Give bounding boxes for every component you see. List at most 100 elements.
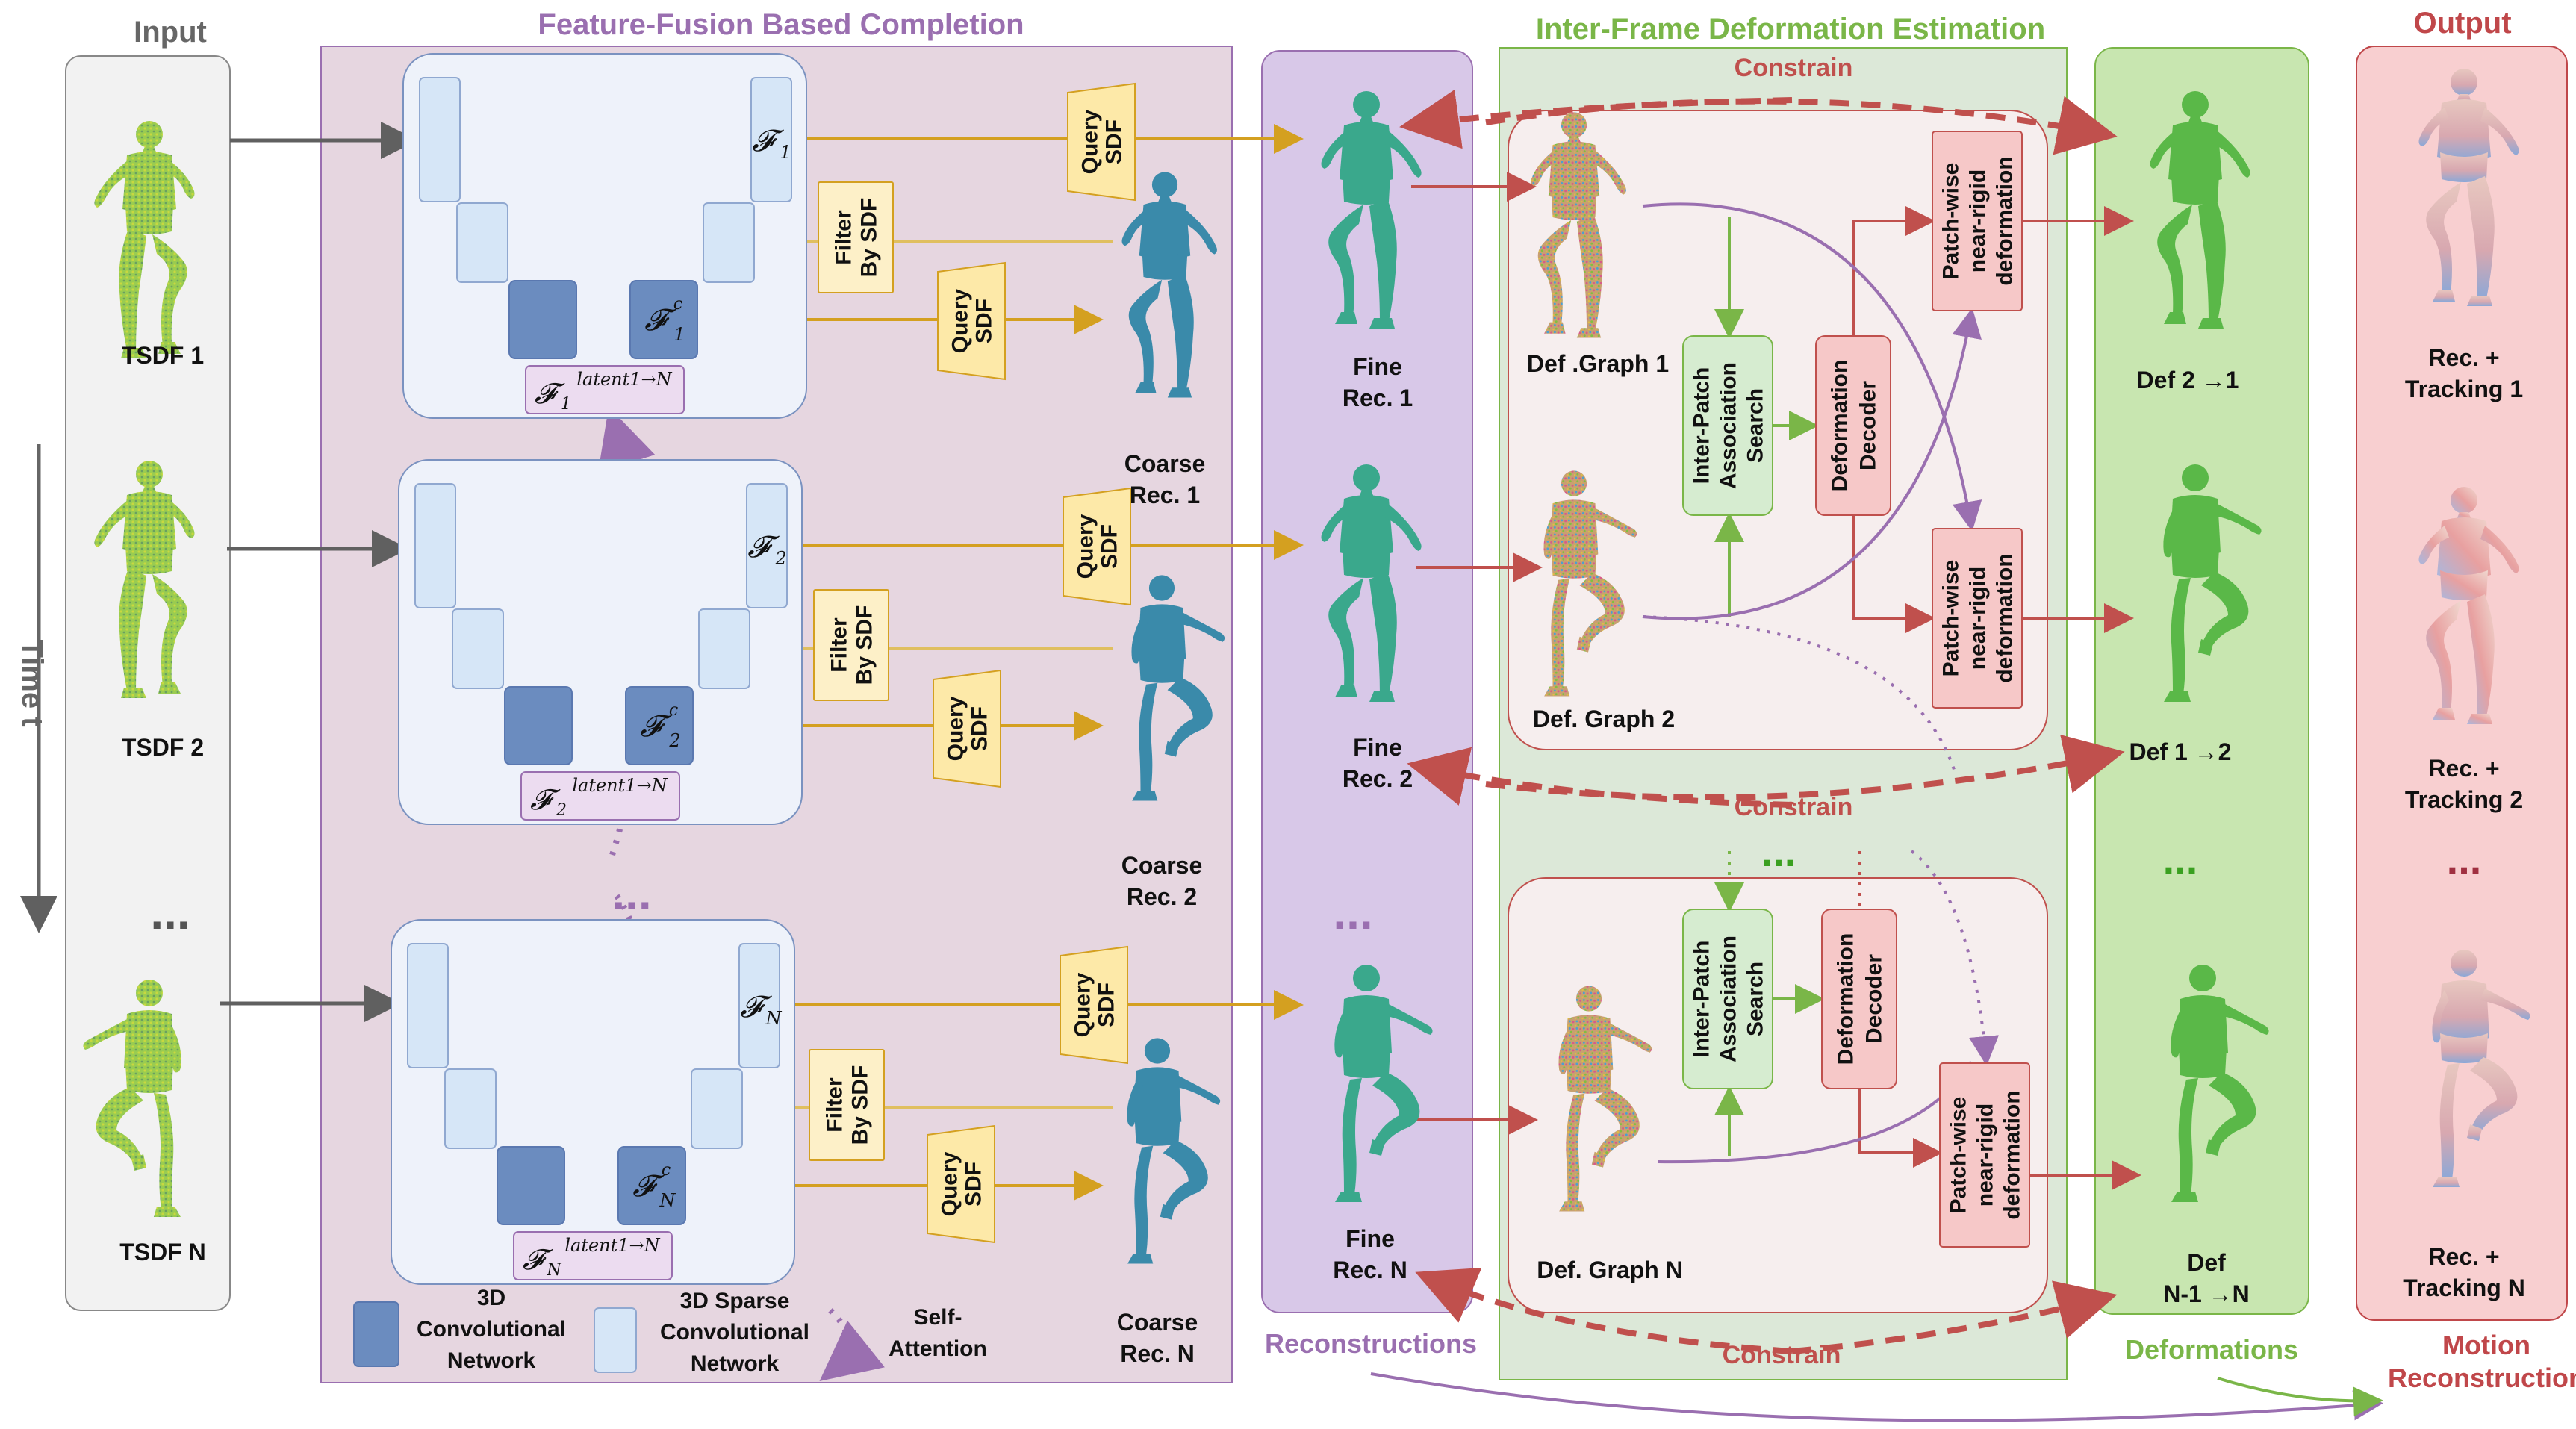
coarse-label-1-line-2: Rec. 1 bbox=[1130, 482, 1200, 508]
deformations-to-motion-arrow bbox=[2217, 1377, 2383, 1417]
input-panel bbox=[65, 55, 231, 1311]
recon-ellipsis: ... bbox=[1333, 885, 1372, 939]
legend-sparse-swatch bbox=[594, 1307, 637, 1373]
sparse-conv-enc2-2 bbox=[452, 608, 504, 689]
output-label-1-line-2: Tracking 1 bbox=[2405, 376, 2523, 402]
association-1-line-2: Association bbox=[1717, 362, 1741, 489]
patchwise-box-1 bbox=[1932, 131, 2023, 311]
deform-box-2 bbox=[1508, 877, 2048, 1313]
filter-sdf-2-label-line-1: Filter bbox=[827, 617, 852, 673]
input-title: Input bbox=[134, 16, 207, 49]
legend-attention-label-line-1: Self- bbox=[913, 1305, 962, 1330]
latent-sub-3: N bbox=[546, 1261, 561, 1280]
feature-sub-2: 2 bbox=[774, 548, 786, 569]
patchwise-1-line-1: Patch-wise bbox=[1939, 163, 1964, 280]
red-arrow-dec-patch-2 bbox=[1858, 1089, 1943, 1168]
query-sdf-top-3 bbox=[1060, 945, 1128, 1065]
conv3d-feat-block-1 bbox=[629, 280, 698, 359]
latent-sub-2: 2 bbox=[556, 801, 567, 820]
filter-sdf-3-label-line-2: By SDF bbox=[848, 1065, 873, 1145]
legend-conv3d-swatch bbox=[353, 1301, 399, 1367]
coarse-label-1-line-1: Coarse bbox=[1124, 450, 1206, 477]
filter-sdf-3 bbox=[809, 1049, 885, 1161]
conv3d-block-3 bbox=[497, 1146, 565, 1225]
feature-c-sub-3: N bbox=[659, 1190, 676, 1211]
constrain-arrow-3 bbox=[1791, 1280, 2118, 1354]
output-label-1-line-1: Rec. + bbox=[2428, 344, 2499, 371]
motion-label-line-2: Reconstruction bbox=[2388, 1363, 2576, 1393]
sparse-conv-enc2-3 bbox=[444, 1068, 497, 1149]
filter-sdf-1-label-line-1: Filter bbox=[832, 210, 856, 265]
association-2-line-1: Inter-Patch bbox=[1690, 941, 1714, 1058]
deformations-panel bbox=[2094, 47, 2309, 1315]
coarse-label-2-line-1: Coarse bbox=[1121, 852, 1203, 879]
fine-label-1-line-2: Rec. 1 bbox=[1343, 385, 1413, 411]
patchwise-box-3 bbox=[1939, 1062, 2030, 1248]
fine-label-1-line-1: Fine bbox=[1353, 353, 1402, 380]
patchwise-3-line-2: near-rigid bbox=[1973, 1103, 1998, 1207]
output-panel bbox=[2356, 46, 2568, 1321]
association-box-1 bbox=[1682, 335, 1773, 516]
query-sdf-top-1 bbox=[1067, 82, 1136, 202]
fusion-ellipsis: ... bbox=[612, 866, 651, 920]
def-graph-label-2: Def. Graph 2 bbox=[1533, 706, 1675, 732]
sparse-conv-enc1-3 bbox=[407, 943, 449, 1068]
query-sdf-bot-2-label-line-1: Query bbox=[944, 696, 968, 761]
fine-label-3-line-1: Fine bbox=[1345, 1225, 1395, 1252]
legend-attention-arrow bbox=[819, 1308, 885, 1382]
latent-box-1 bbox=[525, 365, 685, 414]
patchwise-3-line-3: deformation bbox=[2000, 1090, 2025, 1219]
tsdf-label-1: TSDF 1 bbox=[122, 342, 204, 369]
query-sdf-bot-1-label-line-2: SDF bbox=[972, 299, 997, 343]
feature-sub-3: N bbox=[765, 1008, 783, 1029]
sparse-conv-dec1-2 bbox=[746, 483, 788, 608]
decoder-1-line-1: Deformation bbox=[1828, 360, 1852, 492]
association-2-line-3: Search bbox=[1743, 962, 1768, 1036]
purple-curve-1a bbox=[1642, 202, 1982, 532]
patchwise-2-line-3: deformation bbox=[1993, 553, 2017, 682]
filter-sdf-1-label-line-2: By SDF bbox=[857, 198, 882, 278]
legend-conv3d-label-line-3: Network bbox=[447, 1348, 536, 1373]
def-graph-label-3: Def. Graph N bbox=[1537, 1257, 1683, 1283]
conv3d-block-2 bbox=[504, 686, 573, 765]
output-title: Output bbox=[2413, 7, 2511, 40]
constrain-arrow-2 bbox=[1485, 734, 2125, 800]
latent-sup-1: latent1→N bbox=[576, 369, 672, 390]
sparse-conv-dec1-3 bbox=[738, 943, 780, 1068]
patchwise-1-line-2: near-rigid bbox=[1966, 169, 1991, 273]
motion-label-line-1: Motion bbox=[2442, 1330, 2530, 1360]
red-arrow-dec-patch-1b bbox=[1852, 515, 1935, 633]
sparse-conv-dec1-1 bbox=[750, 77, 792, 202]
def-label-2: Def 1 →2 bbox=[2129, 738, 2232, 765]
def-label-1: Def 2 →1 bbox=[2137, 367, 2239, 393]
time-axis-label: Time t bbox=[16, 639, 49, 726]
decoder-2-line-2: Decoder bbox=[1862, 954, 1887, 1044]
constrain-label-3: Constrain bbox=[1723, 1341, 1841, 1369]
conv3d-feat-block-2 bbox=[625, 686, 694, 765]
tsdf-label-2: TSDF 2 bbox=[122, 734, 204, 761]
reconstructions-label: Reconstructions bbox=[1265, 1328, 1477, 1359]
constrain-arrow-1b bbox=[1399, 89, 1793, 149]
legend-sparse-label-line-2: Convolutional bbox=[660, 1320, 809, 1345]
coarse-label-2-line-2: Rec. 2 bbox=[1127, 883, 1197, 910]
attention-arrow-1 bbox=[602, 762, 631, 856]
fine-label-3-line-2: Rec. N bbox=[1333, 1257, 1407, 1283]
fine-label-2-line-1: Fine bbox=[1353, 734, 1402, 761]
query-sdf-bot-2-label-line-2: SDF bbox=[968, 706, 992, 751]
coarse-label-3-line-1: Coarse bbox=[1117, 1309, 1198, 1336]
legend-conv3d-label-line-2: Convolutional bbox=[417, 1317, 566, 1342]
feature-c-sup-2: c bbox=[669, 701, 678, 720]
association-1-line-1: Inter-Patch bbox=[1690, 367, 1714, 485]
patchwise-box-2 bbox=[1932, 528, 2023, 709]
latent-sup-2: latent1→N bbox=[572, 775, 668, 796]
purple-curve-1b bbox=[1642, 308, 1982, 620]
patchwise-3-line-1: Patch-wise bbox=[1947, 1097, 1971, 1214]
query-sdf-top-1-label-line-1: Query bbox=[1078, 109, 1103, 174]
sparse-conv-dec2-2 bbox=[698, 608, 750, 689]
def-label-3-line-1: Def bbox=[2187, 1249, 2226, 1276]
deformations-label: Deformations bbox=[2125, 1334, 2298, 1365]
deform-box-1 bbox=[1508, 110, 2048, 750]
output-label-2-line-2: Tracking 2 bbox=[2405, 786, 2523, 813]
legend-attention-label-line-2: Attention bbox=[889, 1336, 987, 1361]
latent-sub-1: 1 bbox=[561, 395, 571, 414]
